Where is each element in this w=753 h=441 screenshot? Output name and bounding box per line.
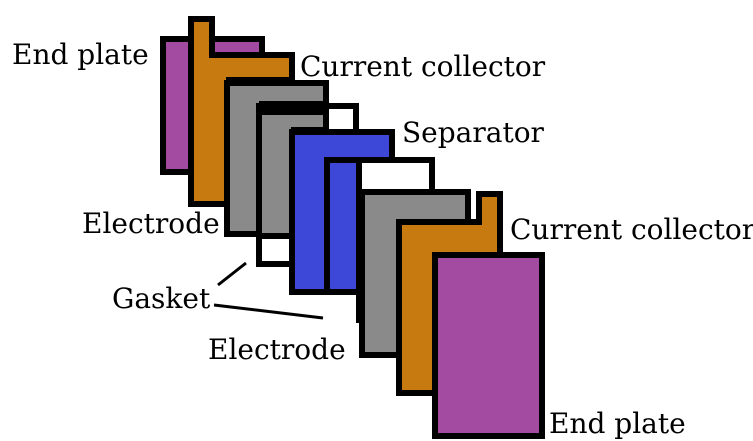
label-gasket: Gasket [112,282,211,315]
gasket-leader-line-upper [217,261,247,287]
end-plate-bottom [432,252,545,439]
label-current-collector-top: Current collector [300,50,546,83]
label-end-plate-top: End plate [12,38,149,71]
end-plate-bottom-shape [432,252,545,439]
label-end-plate-bottom: End plate [549,407,686,440]
label-separator: Separator [402,116,545,149]
label-electrode-left: Electrode [82,207,220,240]
gasket-leader-lines [213,261,324,320]
gasket-leader-line-lower [213,303,324,320]
label-current-collector-bottom: Current collector [510,213,753,246]
label-electrode-bottom: Electrode [208,333,346,366]
